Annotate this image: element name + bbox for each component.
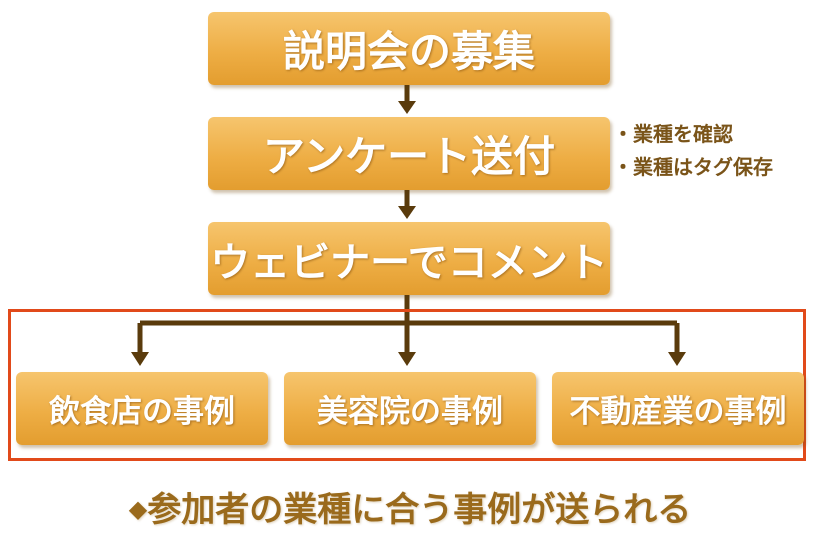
- case-beauty-salon-label: 美容院の事例: [317, 394, 503, 430]
- case-restaurant: 飲食店の事例: [16, 372, 268, 445]
- arrowhead-step2: [398, 101, 416, 114]
- arrowhead-case3: [668, 352, 686, 366]
- step-send-survey-label: アンケート送付: [262, 132, 556, 181]
- case-beauty-salon: 美容院の事例: [284, 372, 536, 445]
- case-restaurant-label: 飲食店の事例: [49, 394, 235, 430]
- step-recruit-briefing: 説明会の募集: [208, 12, 610, 85]
- conclusion-text: ◆参加者の業種に合う事例が送られる: [0, 482, 820, 531]
- arrowhead-case2: [398, 352, 416, 366]
- step-send-survey: アンケート送付: [208, 117, 610, 190]
- note-save-industry-tag: ・業種はタグ保存: [613, 155, 773, 179]
- note-confirm-industry: ・業種を確認: [613, 122, 733, 146]
- step-recruit-briefing-label: 説明会の募集: [282, 27, 535, 76]
- cases-highlight-frame: [8, 309, 806, 461]
- case-real-estate: 不動産業の事例: [552, 372, 804, 445]
- diamond-bullet-icon: ◆: [128, 495, 148, 523]
- arrowhead-case1: [131, 352, 149, 366]
- arrowhead-step3: [398, 206, 416, 219]
- case-real-estate-label: 不動産業の事例: [569, 394, 787, 430]
- step-webinar-comment-label: ウェビナーでコメント: [210, 239, 608, 286]
- step-webinar-comment: ウェビナーでコメント: [208, 222, 610, 295]
- survey-notes: ・業種を確認 ・業種はタグ保存: [613, 118, 773, 184]
- conclusion-label: 参加者の業種に合う事例が送られる: [147, 490, 692, 530]
